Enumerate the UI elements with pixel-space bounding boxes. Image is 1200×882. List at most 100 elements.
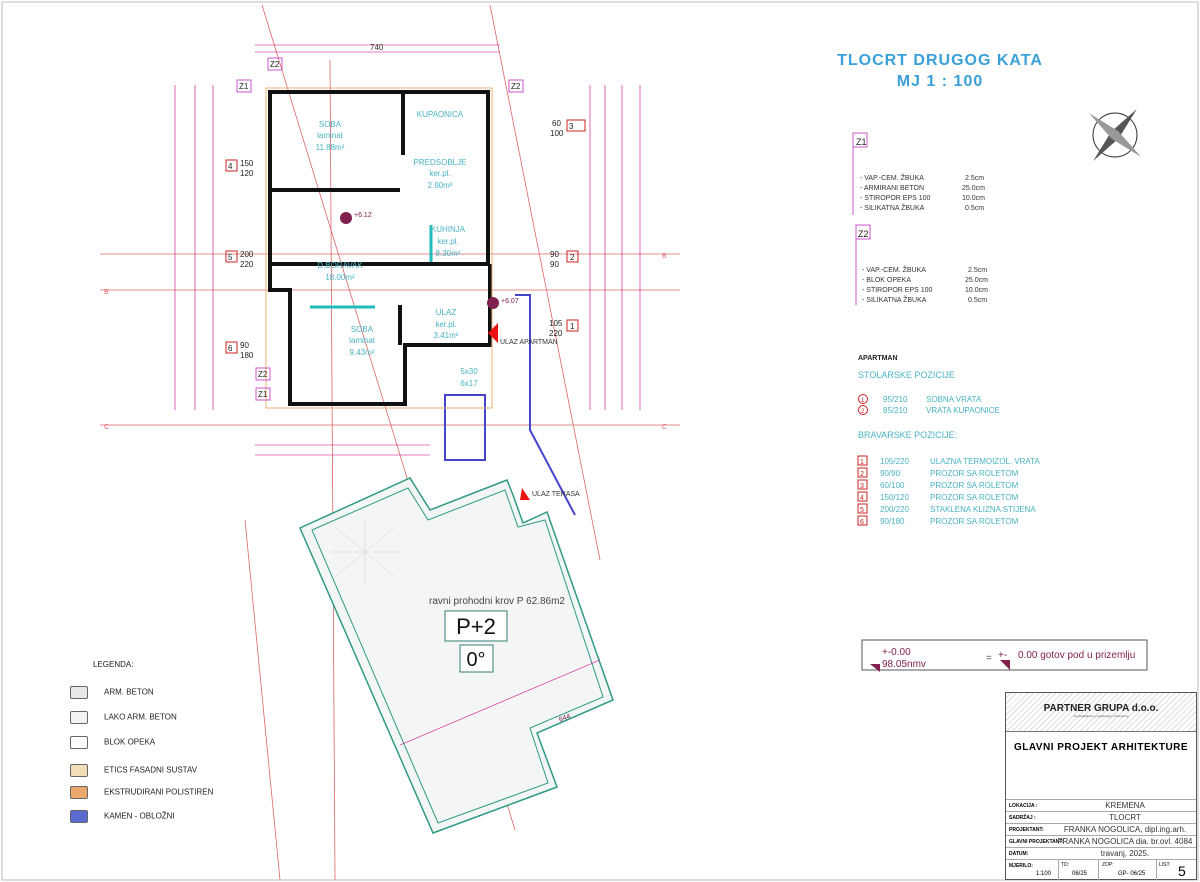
- window-size: 90: [550, 260, 559, 269]
- window-tag: 3: [569, 122, 574, 131]
- td-value: 06/25: [1072, 871, 1088, 877]
- walls: [268, 90, 492, 406]
- room-area: 2.90m²: [428, 181, 453, 190]
- position-number: 5: [860, 507, 864, 514]
- window-tag: 4: [228, 162, 233, 171]
- legend-swatch: [70, 686, 88, 699]
- roof-terrace-outline: [299, 477, 614, 834]
- glazing: [310, 225, 433, 309]
- position-description: ULAZNA TERMOIZOL. VRATA: [930, 457, 1040, 466]
- layer-name: - SILIKATNA ŽBUKA: [862, 295, 927, 304]
- level-marker-icon: [870, 664, 880, 672]
- legend-item: BLOK OPEKA: [70, 736, 155, 749]
- scale-value: 1:100: [1036, 871, 1052, 877]
- window-tag: 2: [570, 253, 575, 262]
- position-number: 1: [861, 398, 865, 404]
- stair-label: 6x17: [460, 379, 478, 388]
- level-value: +-0.00: [882, 647, 911, 658]
- position-description: PROZOR SA ROLETOM: [930, 517, 1019, 526]
- room-name: SOBA: [351, 325, 374, 334]
- roof-dimension-line: [399, 659, 601, 746]
- storey-label: P+2: [456, 614, 496, 639]
- title-block-row: LOKACIJA :KREMENA: [1006, 799, 1196, 812]
- layer-name: - STIROPOR EPS 100: [860, 195, 931, 202]
- wall-tag: Z2: [511, 82, 521, 91]
- dimension-total: 740: [370, 43, 384, 52]
- position-size: 105/220: [880, 457, 909, 466]
- zop-value: GP- 06/25: [1118, 871, 1146, 877]
- window-position-marker: [857, 455, 868, 466]
- window-size: 220: [549, 329, 563, 338]
- window-position-marker: [857, 503, 868, 514]
- etics-outline: [265, 87, 493, 409]
- section-marker-b: B: [104, 289, 109, 296]
- legend-label: LAKO ARM. BETON: [104, 712, 177, 722]
- bravarske-heading: BRAVARSKE POZICIJE:: [858, 430, 957, 440]
- level-value: +-: [998, 650, 1007, 661]
- layer-thickness: 0.5cm: [965, 205, 984, 212]
- wall-tag: Z2: [258, 370, 268, 379]
- layer-name: - ARMIRANI BETON: [860, 185, 924, 192]
- door-position-marker: [858, 405, 868, 415]
- position-number: 3: [860, 483, 864, 490]
- window-position-marker: [857, 491, 868, 502]
- position-size: 60/100: [880, 481, 905, 490]
- window-position-marker: [857, 479, 868, 490]
- angle-box: [459, 644, 494, 673]
- room-name: KUHINJA: [431, 225, 466, 234]
- room-floor: laminat: [317, 131, 344, 140]
- room-floor: laminat: [349, 336, 376, 345]
- legend-label: BLOK OPEKA: [104, 737, 156, 747]
- window-size: 60: [552, 119, 561, 128]
- company-name: PARTNER GRUPA d.o.o.: [1043, 703, 1159, 714]
- row-value: FRANKA NOGOLICA dia. br.ovl. 4084: [1057, 837, 1193, 846]
- legend-swatch: [70, 711, 88, 724]
- legend-swatch: [70, 810, 88, 823]
- dimension-lines: [174, 44, 641, 456]
- room-area: 18.00m²: [325, 273, 355, 282]
- wall-tag: Z2: [270, 60, 280, 69]
- wall-tag: Z1: [258, 390, 268, 399]
- sheet-number: 5: [1178, 863, 1186, 879]
- entrance-arrow-apartment: [488, 323, 498, 343]
- layer-name: - VAP.-CEM. ŽBUKA: [860, 173, 924, 182]
- entrance-label: ULAZ APARTMAN: [500, 339, 558, 346]
- layer-thickness: 2.5cm: [968, 267, 987, 274]
- scale-label: MJERILO:: [1009, 863, 1033, 869]
- row-value: FRANKA NOGOLICA, dipl.ing.arh.: [1063, 825, 1187, 834]
- window-size: 150: [240, 159, 254, 168]
- legend-item: ETICS FASADNI SUSTAV: [70, 764, 197, 777]
- stolarske-heading: STOLARSKE POZICIJE: [858, 370, 955, 380]
- apartman-heading: APARTMAN: [858, 355, 898, 362]
- legend-swatch: [70, 764, 88, 777]
- legend-item: EKSTRUDIRANI POLISTIREN: [70, 786, 213, 799]
- position-number: 2: [860, 471, 864, 478]
- elevation-label: +6.07: [501, 298, 519, 305]
- room-floor: ker.pl.: [429, 169, 450, 178]
- window-size: 90: [550, 250, 559, 259]
- layer-thickness: 25.0cm: [962, 185, 985, 192]
- wall-type-tag: Z1: [856, 137, 867, 147]
- title-block-row: DATUM:travanj, 2025.: [1006, 847, 1196, 860]
- wall-type-markers: [852, 132, 871, 305]
- stair-label: 5x30: [460, 367, 478, 376]
- legend-title: LEGENDA:: [93, 660, 134, 669]
- room-name: SOBA: [319, 120, 342, 129]
- roof-angle: 0°: [466, 649, 485, 671]
- company-subtitle: za graditeljstvo, projektiranje i inženj…: [1073, 714, 1129, 718]
- window-tag: 5: [228, 253, 233, 262]
- level-marker-icon: [1000, 660, 1010, 670]
- window-size: 200: [240, 250, 254, 259]
- legend-swatch: [70, 736, 88, 749]
- drawing-title: TLOCRT DRUGOG KATA: [837, 52, 1043, 69]
- layer-thickness: 10.0cm: [965, 287, 988, 294]
- position-description: PROZOR SA ROLETOM: [930, 481, 1019, 490]
- project-title: GLAVNI PROJEKT ARHITEKTURE: [1013, 742, 1189, 753]
- position-size: 85/210: [883, 406, 908, 415]
- window-size: 180: [240, 351, 254, 360]
- room-floor: ker.pl.: [437, 237, 458, 246]
- row-value: TLOCRT: [1109, 813, 1141, 822]
- section-marker-c: C: [662, 424, 667, 431]
- row-value: KREMENA: [1105, 801, 1145, 810]
- room-area: 3.41m²: [434, 331, 459, 340]
